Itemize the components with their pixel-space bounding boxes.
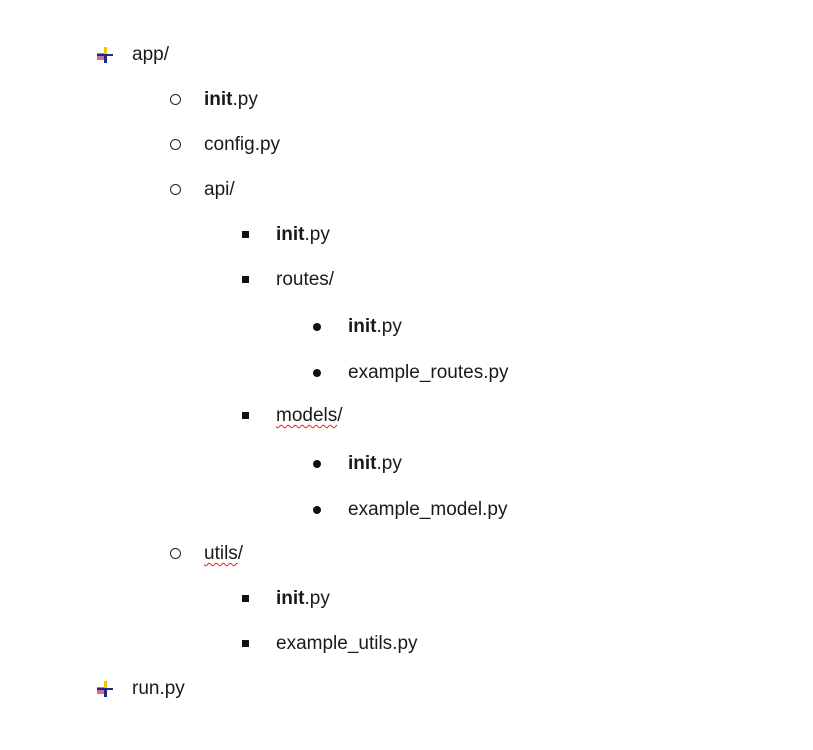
tree-item-api-init: init.py <box>240 223 440 247</box>
tree-item-run: run.py <box>96 677 296 701</box>
tree-item-label: init.py <box>276 223 330 247</box>
spell-check-flagged-word: models <box>276 405 338 426</box>
folder-slash: / <box>237 543 244 564</box>
tree-item-label: example_model.py <box>348 499 508 520</box>
filename-bold-part: init <box>276 588 305 609</box>
tree-item-label: init.py <box>276 587 330 611</box>
square-bullet-icon <box>242 276 249 283</box>
tree-item-label: api/ <box>204 179 235 200</box>
hollow-circle-bullet-icon <box>170 94 181 105</box>
filename-bold-part: init <box>348 453 377 474</box>
filename-bold-part: init <box>348 316 377 337</box>
tree-item-app-init: init.py <box>168 88 368 112</box>
tree-item-label: config.py <box>204 134 281 155</box>
square-bullet-icon <box>242 595 249 602</box>
round-dot-bullet-icon <box>313 506 321 514</box>
tree-item-label: models/ <box>276 404 343 428</box>
tree-item-label: utils/ <box>204 542 243 566</box>
square-bullet-icon <box>242 231 249 238</box>
tree-item-label: init.py <box>204 88 258 112</box>
tree-item-app-folder: app/ <box>96 43 296 67</box>
tree-item-utils-folder: utils/ <box>168 542 368 566</box>
tree-item-routes-init: init.py <box>312 315 532 339</box>
hollow-circle-bullet-icon <box>170 548 181 559</box>
four-color-cross-bullet-icon <box>97 47 113 63</box>
tree-item-example-routes: example_routes.py <box>312 361 572 385</box>
tree-item-label: init.py <box>348 315 402 339</box>
round-dot-bullet-icon <box>313 460 321 468</box>
filename-extension: .py <box>304 588 330 609</box>
tree-item-config: config.py <box>168 133 368 157</box>
round-dot-bullet-icon <box>313 323 321 331</box>
tree-item-label: app/ <box>132 44 169 65</box>
tree-item-label: routes/ <box>276 269 335 290</box>
tree-item-label: run.py <box>132 678 185 699</box>
tree-item-example-utils: example_utils.py <box>240 632 500 656</box>
filename-bold-part: init <box>204 89 233 110</box>
tree-item-models-folder: models/ <box>240 404 440 428</box>
filename-bold-part: init <box>276 224 305 245</box>
round-dot-bullet-icon <box>313 369 321 377</box>
folder-slash: / <box>337 405 343 426</box>
filename-extension: .py <box>304 224 330 245</box>
hollow-circle-bullet-icon <box>170 184 181 195</box>
square-bullet-icon <box>242 640 249 647</box>
tree-item-label: example_utils.py <box>276 633 418 654</box>
spell-check-flagged-word: utils <box>204 543 238 564</box>
filename-extension: .py <box>232 89 258 110</box>
filename-extension: .py <box>376 453 402 474</box>
four-color-cross-bullet-icon <box>97 681 113 697</box>
tree-item-example-model: example_model.py <box>312 498 572 522</box>
tree-item-models-init: init.py <box>312 452 532 476</box>
tree-item-api-folder: api/ <box>168 178 368 202</box>
hollow-circle-bullet-icon <box>170 139 181 150</box>
tree-item-utils-init: init.py <box>240 587 440 611</box>
square-bullet-icon <box>242 412 249 419</box>
filename-extension: .py <box>376 316 402 337</box>
tree-item-routes-folder: routes/ <box>240 268 440 292</box>
tree-item-label: init.py <box>348 452 402 476</box>
tree-item-label: example_routes.py <box>348 362 509 383</box>
